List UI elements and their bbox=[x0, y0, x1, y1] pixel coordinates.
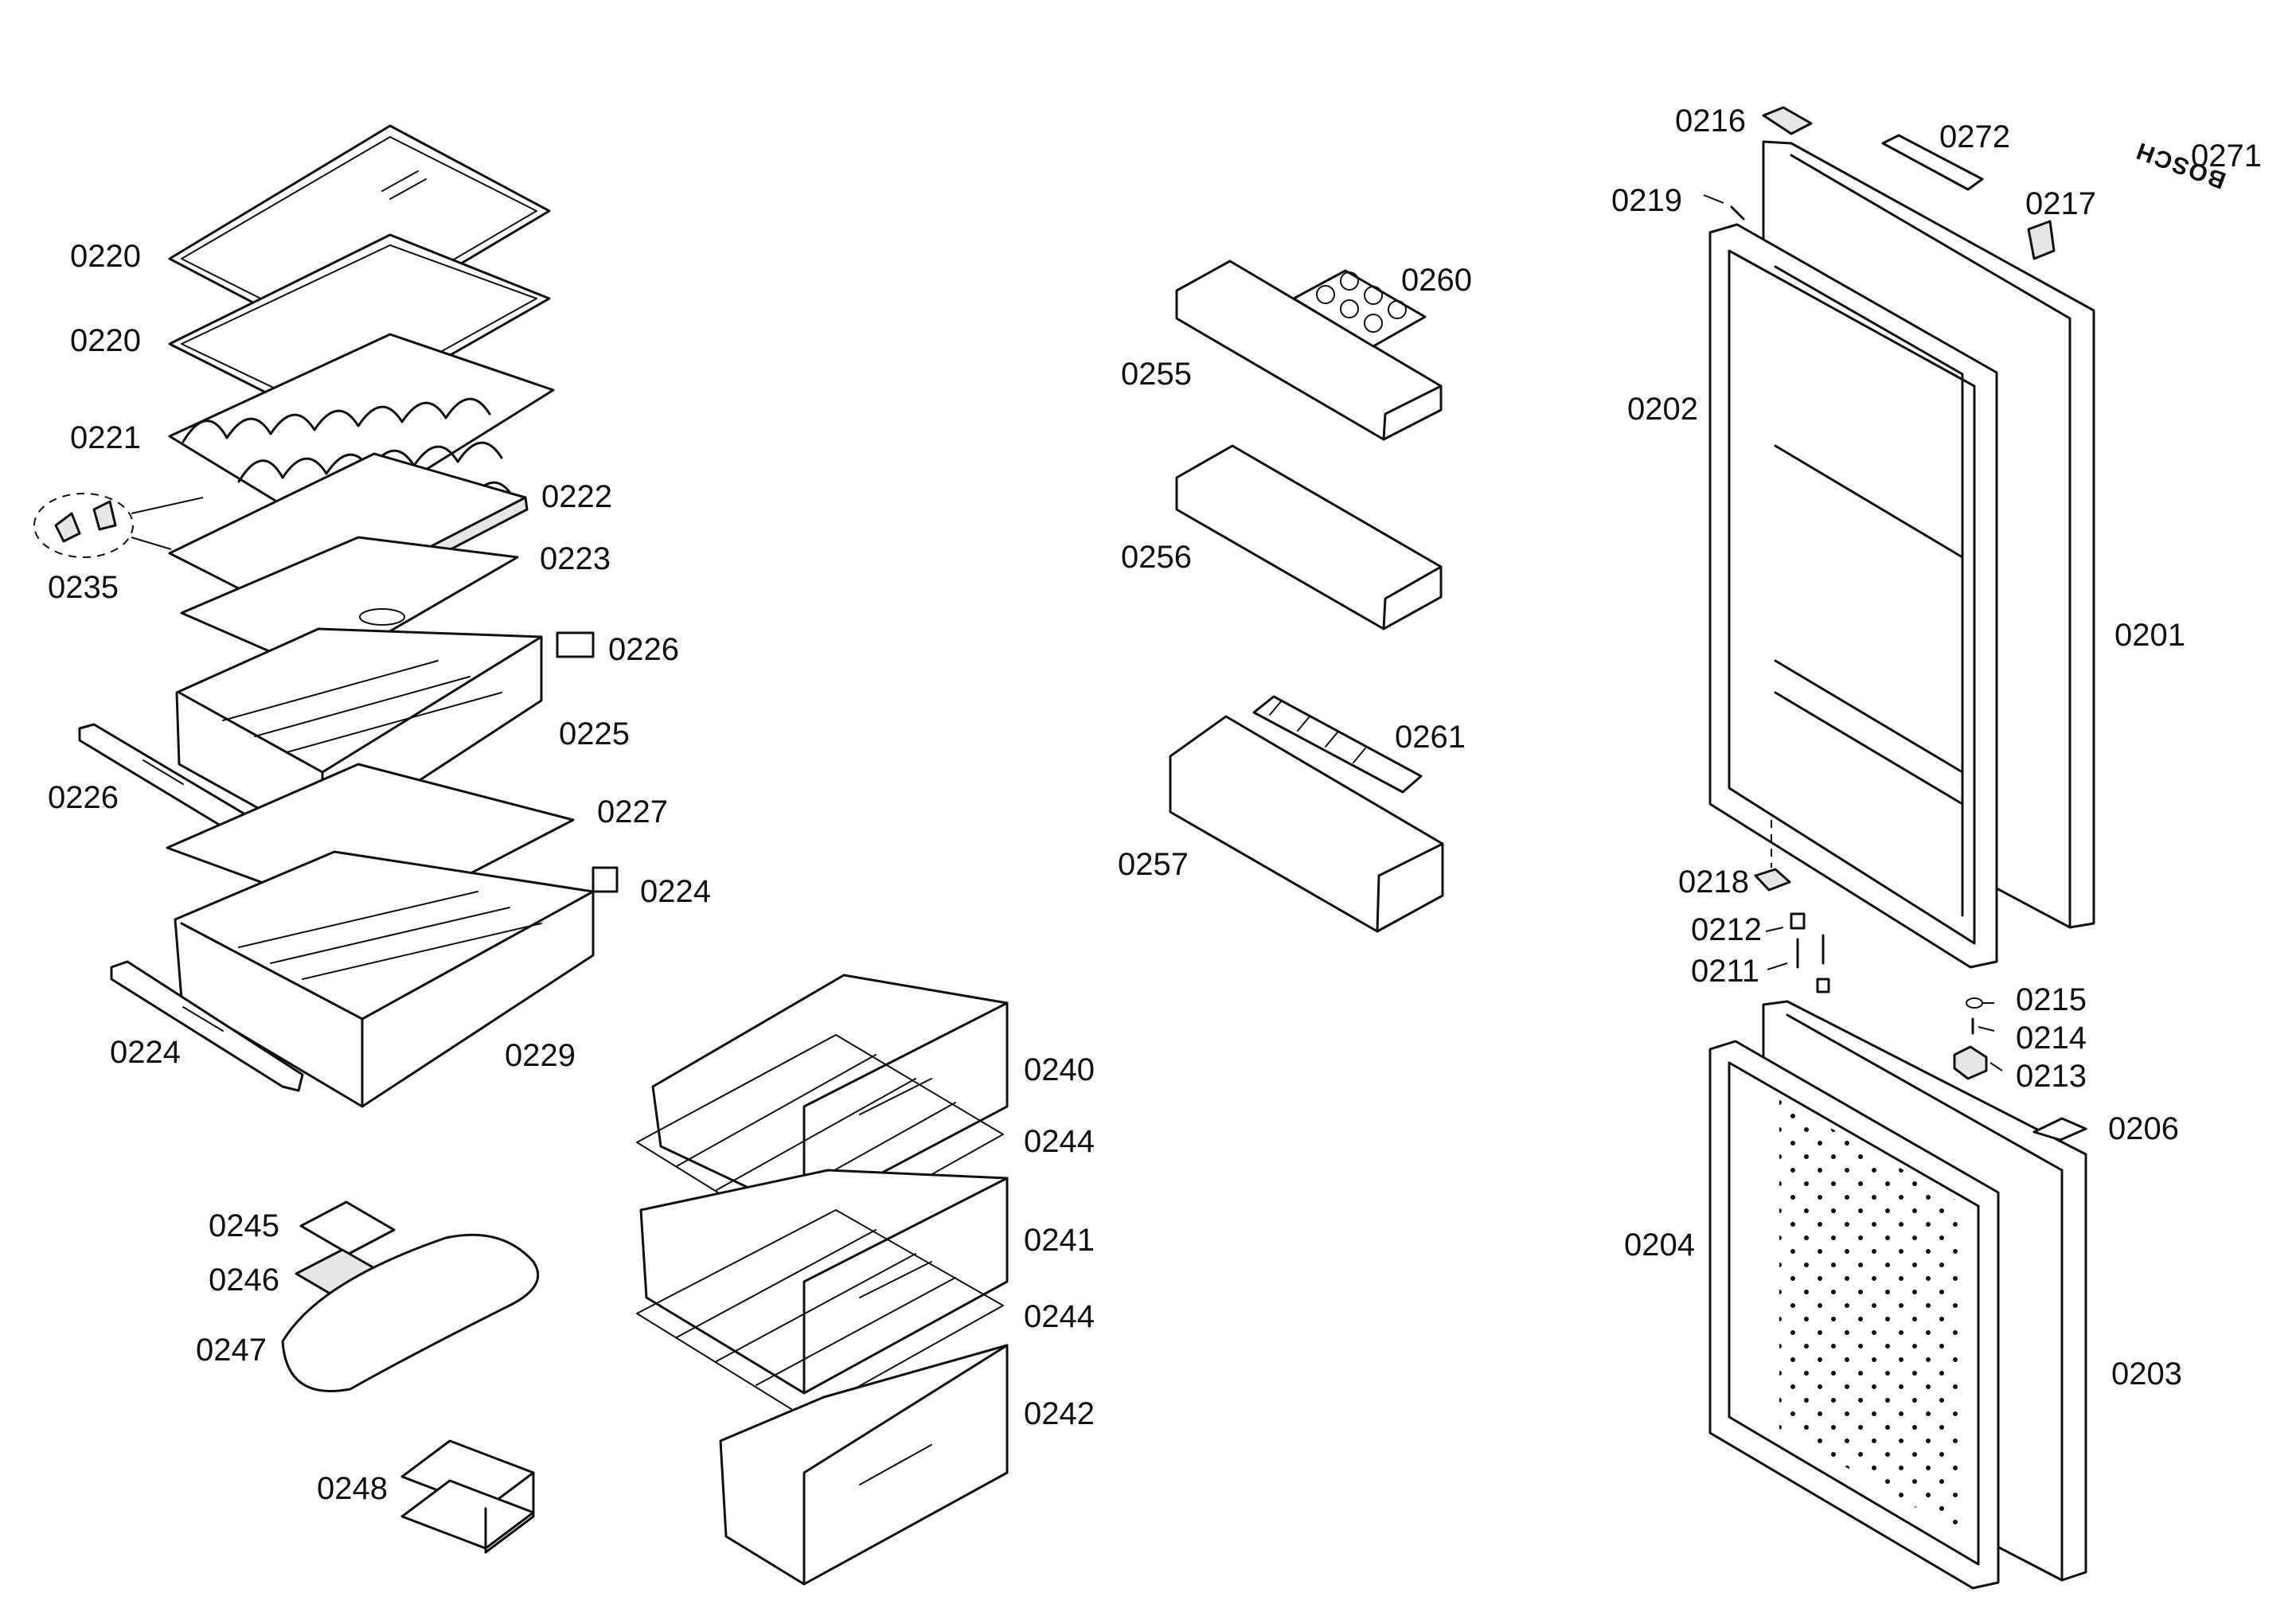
hinge-cover-0216 bbox=[1762, 106, 1813, 135]
part-label-0215: 0215 bbox=[2016, 982, 2087, 1017]
part-label-0203: 0203 bbox=[2111, 1356, 2182, 1391]
part-label-0225: 0225 bbox=[559, 716, 630, 751]
cover-cap-0217 bbox=[2027, 220, 2056, 260]
hinge-plate-0206 bbox=[2032, 1117, 2087, 1142]
part-label-0241: 0241 bbox=[1024, 1223, 1095, 1258]
freezer-drawer-0241 bbox=[639, 1169, 1009, 1395]
part-label-0256: 0256 bbox=[1121, 540, 1192, 575]
part-label-0220-b: 0220 bbox=[70, 323, 141, 358]
part-label-0213: 0213 bbox=[2016, 1059, 2087, 1094]
part-label-0214: 0214 bbox=[2016, 1021, 2087, 1056]
part-label-0211: 0211 bbox=[1691, 954, 1760, 989]
part-label-0242: 0242 bbox=[1024, 1396, 1095, 1431]
part-label-0212: 0212 bbox=[1691, 912, 1762, 947]
handle-trim-0272 bbox=[1881, 134, 1984, 191]
part-label-0227: 0227 bbox=[597, 794, 668, 829]
part-label-0224-b: 0224 bbox=[110, 1035, 181, 1070]
part-label-0201: 0201 bbox=[2114, 618, 2185, 653]
bolts-0211 bbox=[1796, 934, 1830, 993]
part-label-0206: 0206 bbox=[2108, 1111, 2179, 1146]
hinge-parts-0218 bbox=[1754, 820, 1791, 892]
ice-tray-0247 bbox=[281, 1233, 540, 1392]
fastener-detail-0235 bbox=[33, 493, 204, 558]
part-label-0246: 0246 bbox=[209, 1263, 279, 1298]
part-label-0202: 0202 bbox=[1627, 392, 1698, 427]
part-label-0224-a: 0224 bbox=[640, 874, 711, 909]
part-label-0244-b: 0244 bbox=[1024, 1299, 1095, 1334]
part-label-0226-b: 0226 bbox=[48, 780, 119, 815]
part-label-0271: 0271 bbox=[2191, 139, 2262, 174]
leader-lines bbox=[1765, 927, 2003, 1071]
bottle-retainer-0261 bbox=[1252, 695, 1423, 794]
pin-0219 bbox=[1703, 194, 1745, 221]
part-label-0216: 0216 bbox=[1675, 103, 1746, 139]
part-label-0223: 0223 bbox=[540, 541, 611, 576]
part-label-0260: 0260 bbox=[1401, 263, 1472, 298]
part-label-0248: 0248 bbox=[317, 1471, 388, 1506]
part-label-0235: 0235 bbox=[48, 570, 119, 605]
part-label-0226-a: 0226 bbox=[608, 632, 679, 667]
part-label-0261: 0261 bbox=[1395, 720, 1466, 755]
part-label-0272: 0272 bbox=[1939, 119, 2010, 154]
washer-0215 bbox=[1966, 997, 1983, 1009]
part-label-0255: 0255 bbox=[1121, 357, 1192, 392]
part-label-0219: 0219 bbox=[1611, 183, 1682, 218]
part-label-0218: 0218 bbox=[1678, 865, 1749, 900]
bush-0212 bbox=[1790, 912, 1806, 930]
part-label-0222: 0222 bbox=[541, 479, 612, 514]
part-label-0204: 0204 bbox=[1624, 1228, 1695, 1263]
part-label-0217: 0217 bbox=[2025, 186, 2096, 221]
hinge-block-0213 bbox=[1953, 1045, 1988, 1080]
part-label-0220-a: 0220 bbox=[70, 239, 141, 274]
door-gasket-0202 bbox=[1708, 223, 1998, 969]
door-gasket-0204 bbox=[1708, 1040, 2000, 1590]
egg-tray-0260 bbox=[1292, 269, 1427, 348]
ice-tray-lid-0245 bbox=[299, 1200, 396, 1255]
part-label-0240: 0240 bbox=[1024, 1052, 1095, 1087]
door-shelf-0257 bbox=[1169, 715, 1444, 933]
door-shelf-0256 bbox=[1175, 444, 1443, 630]
door-shelf-0255 bbox=[1175, 260, 1443, 441]
wire-grid-0244-lower bbox=[636, 1209, 1004, 1418]
part-label-0257: 0257 bbox=[1118, 847, 1189, 882]
part-label-0229: 0229 bbox=[505, 1038, 576, 1073]
cold-packs-0248 bbox=[400, 1439, 535, 1554]
part-label-0245: 0245 bbox=[209, 1208, 279, 1243]
side-rail-0224-left bbox=[110, 960, 304, 1092]
lower-crisper-drawer-0229 bbox=[174, 850, 619, 1108]
upper-crisper-drawer-0225 bbox=[175, 627, 595, 845]
part-label-0244-a: 0244 bbox=[1024, 1124, 1095, 1159]
part-label-0221: 0221 bbox=[70, 420, 141, 455]
freezer-drawer-0242 bbox=[719, 1344, 1009, 1586]
part-label-0247: 0247 bbox=[196, 1333, 267, 1368]
